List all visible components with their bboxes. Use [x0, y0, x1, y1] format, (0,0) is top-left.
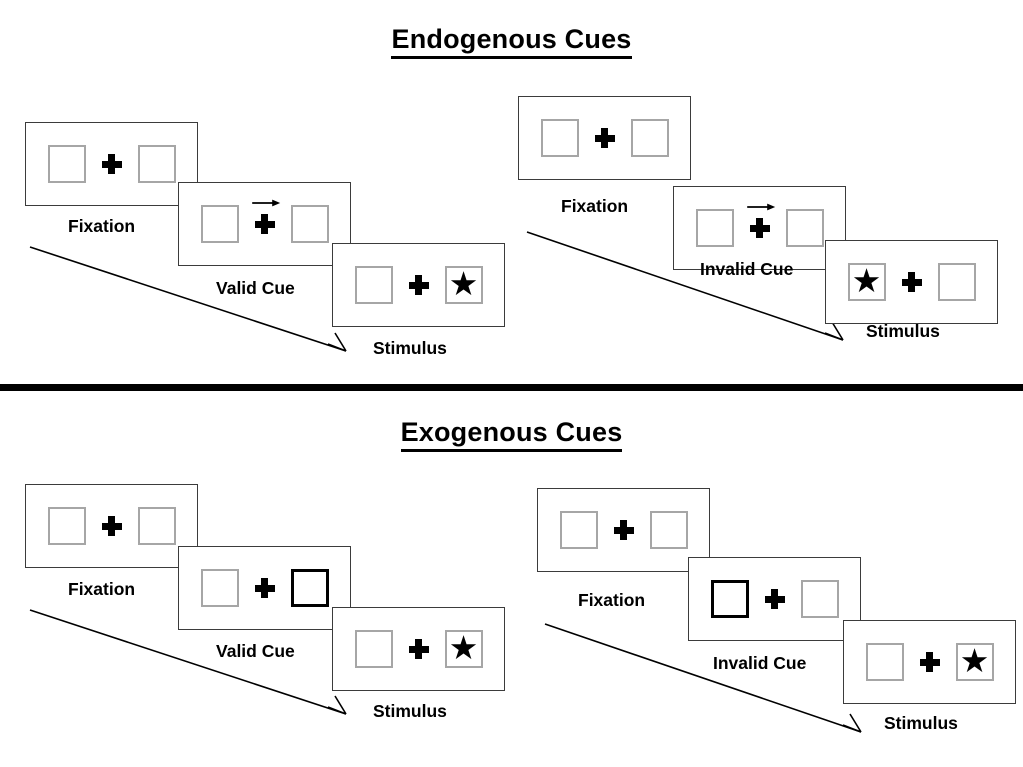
arrow-right-icon	[746, 203, 775, 211]
fixation-cross-area	[917, 640, 943, 684]
right-square: ★	[290, 205, 329, 243]
right-square: ★	[137, 145, 176, 183]
left-square: ★	[865, 643, 904, 681]
panel-inner: ★ ★	[847, 260, 976, 304]
star-icon: ★	[959, 642, 990, 679]
left-square: ★	[540, 119, 579, 157]
left-square: ★	[847, 262, 886, 301]
section-title-exogenous: Exogenous Cues	[0, 417, 1023, 452]
panel-inner: ★ ★	[200, 199, 329, 246]
fixation-cross-area	[252, 566, 278, 610]
caption-endogenous-valid-stimulus: Stimulus	[373, 338, 447, 358]
plus-sign	[613, 520, 634, 540]
right-square: ★	[937, 263, 976, 301]
fixation-cross-area	[251, 199, 280, 246]
panel-inner: ★ ★	[695, 203, 824, 250]
fixation-cross-area	[99, 504, 125, 548]
panel-exogenous-valid-stimulus: ★ ★	[332, 607, 505, 691]
panel-endogenous-invalid-cue: ★ ★	[673, 186, 846, 270]
plus-sign	[254, 578, 275, 598]
caption-exogenous-valid-cue: Valid Cue	[216, 641, 295, 661]
panel-inner: ★ ★	[200, 566, 329, 610]
fixation-cross-area	[762, 577, 788, 621]
panel-inner: ★ ★	[47, 504, 176, 548]
fixation-cross-area	[899, 260, 925, 304]
star-icon: ★	[448, 265, 479, 302]
caption-endogenous-valid-fixation: Fixation	[68, 216, 136, 236]
fixation-cross-area	[99, 142, 125, 186]
panel-exogenous-invalid-stimulus: ★ ★	[843, 620, 1016, 704]
plus-sign	[408, 639, 429, 659]
panel-inner: ★ ★	[710, 577, 839, 621]
plus-sign	[254, 214, 275, 234]
panel-endogenous-invalid-stimulus: ★ ★	[825, 240, 998, 324]
plus-sign	[749, 218, 770, 238]
fixation-cross-area	[406, 263, 432, 307]
right-square: ★	[444, 265, 483, 304]
caption-exogenous-invalid-cue: Invalid Cue	[713, 653, 807, 673]
panel-endogenous-valid-cue: ★ ★	[178, 182, 351, 266]
panel-exogenous-invalid-fixation: ★ ★	[537, 488, 710, 572]
left-square: ★	[695, 209, 734, 247]
caption-exogenous-valid-stimulus: Stimulus	[373, 701, 447, 721]
left-square: ★	[47, 145, 86, 183]
plus-sign	[764, 589, 785, 609]
section-title-exogenous-text: Exogenous Cues	[400, 417, 623, 452]
panel-inner: ★ ★	[47, 142, 176, 186]
caption-endogenous-invalid-stimulus: Stimulus	[866, 321, 940, 341]
section-title-endogenous-text: Endogenous Cues	[391, 24, 632, 59]
plus-sign	[594, 128, 615, 148]
caption-exogenous-valid-fixation: Fixation	[68, 579, 136, 599]
right-square: ★	[785, 209, 824, 247]
right-square: ★	[444, 629, 483, 668]
timeline-arrow-endogenous-valid	[29, 246, 347, 352]
star-icon: ★	[851, 262, 882, 299]
panel-endogenous-valid-stimulus: ★ ★	[332, 243, 505, 327]
panel-inner: ★ ★	[540, 116, 669, 160]
left-square: ★	[559, 511, 598, 549]
right-square: ★	[800, 580, 839, 618]
fixation-cross-area	[611, 508, 637, 552]
right-square: ★	[630, 119, 669, 157]
right-square: ★	[137, 507, 176, 545]
left-square-cued: ★	[710, 580, 749, 618]
panel-exogenous-invalid-cue: ★ ★	[688, 557, 861, 641]
fixation-cross-area	[406, 627, 432, 671]
plus-sign	[919, 652, 940, 672]
caption-exogenous-invalid-fixation: Fixation	[578, 590, 646, 610]
fixation-cross-area	[592, 116, 618, 160]
arrow-right-icon	[251, 199, 280, 207]
left-square: ★	[354, 630, 393, 668]
timeline-arrow-exogenous-valid	[29, 609, 347, 715]
panel-inner: ★ ★	[354, 627, 483, 671]
left-square: ★	[200, 569, 239, 607]
panel-inner: ★ ★	[559, 508, 688, 552]
panel-endogenous-invalid-fixation: ★ ★	[518, 96, 691, 180]
panel-inner: ★ ★	[354, 263, 483, 307]
panel-exogenous-valid-fixation: ★ ★	[25, 484, 198, 568]
plus-sign	[901, 272, 922, 292]
section-divider	[0, 384, 1023, 391]
right-square-cued: ★	[290, 569, 329, 607]
caption-endogenous-invalid-cue: Invalid Cue	[700, 259, 794, 279]
left-square: ★	[47, 507, 86, 545]
caption-endogenous-invalid-fixation: Fixation	[561, 196, 629, 216]
right-square: ★	[955, 642, 994, 681]
caption-endogenous-valid-cue: Valid Cue	[216, 278, 295, 298]
fixation-cross-area	[746, 203, 775, 250]
panel-inner: ★ ★	[865, 640, 994, 684]
plus-sign	[101, 516, 122, 536]
section-title-endogenous: Endogenous Cues	[0, 24, 1023, 59]
caption-exogenous-invalid-stimulus: Stimulus	[884, 713, 958, 733]
plus-sign	[408, 275, 429, 295]
timeline-arrow-exogenous-invalid	[544, 623, 862, 733]
panel-exogenous-valid-cue: ★ ★	[178, 546, 351, 630]
left-square: ★	[354, 266, 393, 304]
star-icon: ★	[448, 629, 479, 666]
panel-endogenous-valid-fixation: ★ ★	[25, 122, 198, 206]
right-square: ★	[649, 511, 688, 549]
plus-sign	[101, 154, 122, 174]
timeline-arrow-endogenous-invalid	[526, 231, 844, 341]
left-square: ★	[200, 205, 239, 243]
